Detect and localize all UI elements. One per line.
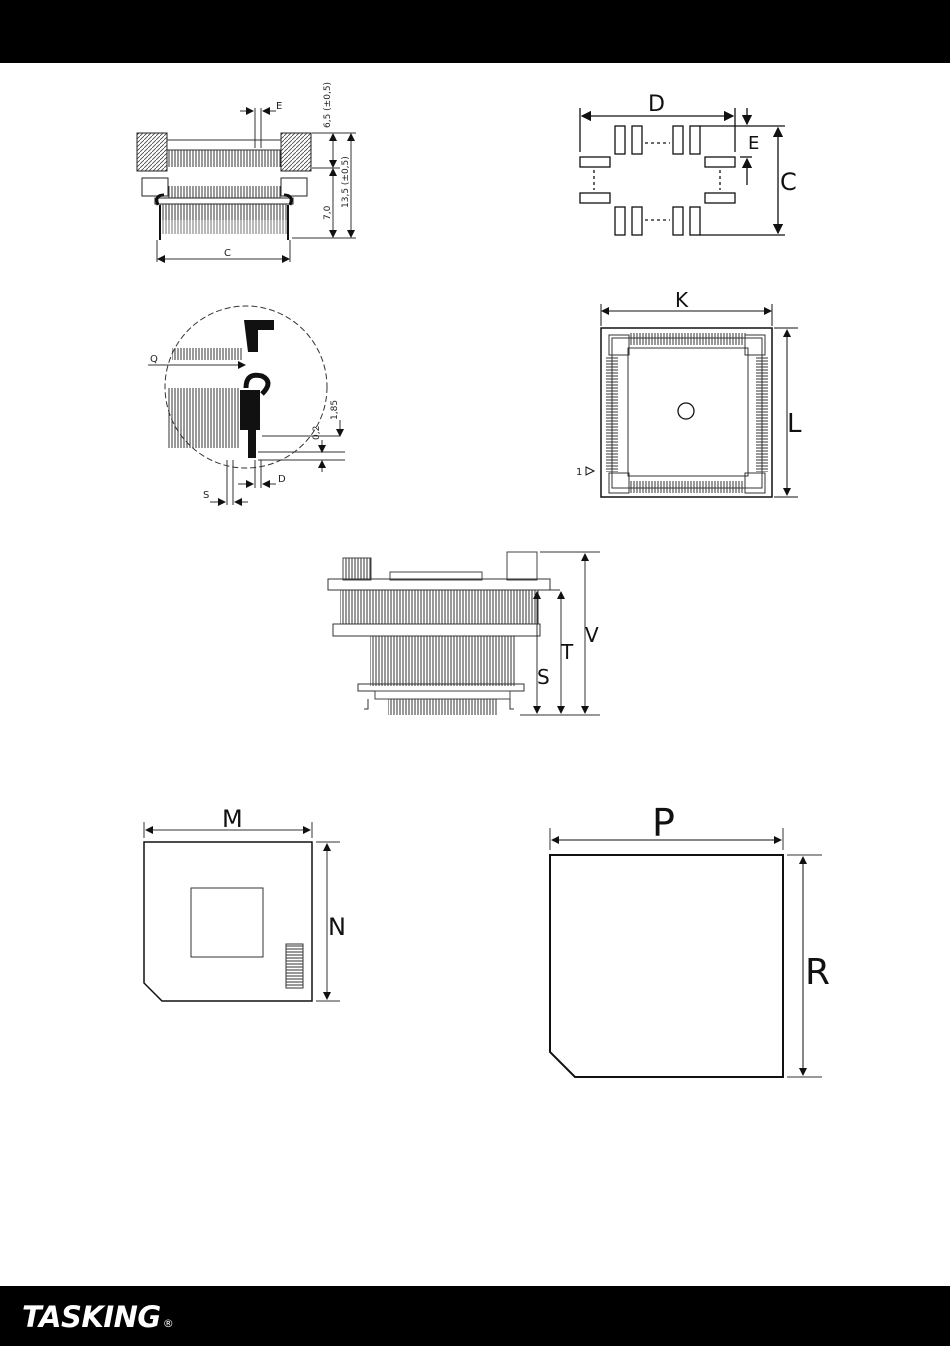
fig2-d-label: D	[648, 92, 665, 117]
fig5-stack-side-view	[328, 552, 600, 715]
fig3-s-label: S	[203, 490, 209, 501]
fig2-footprint	[580, 108, 785, 235]
fig1-dim-top: 6,5 (±0,5)	[323, 82, 333, 128]
fig1-dim-bot: 7,0	[323, 205, 333, 220]
fig4-k-label: K	[675, 288, 689, 312]
fig1-dim-mid: 13,5 (±0,5)	[341, 156, 351, 208]
fig3-dim-b: 0,2	[312, 426, 322, 440]
fig4-l-label: L	[787, 409, 802, 439]
fig6-m-label: M	[222, 805, 243, 833]
fig2-c-label: C	[780, 168, 797, 196]
registered-mark: ®	[163, 1317, 174, 1330]
fig1-e-label: E	[276, 101, 282, 112]
fig3-detail-view	[148, 306, 345, 505]
fig6-n-label: N	[328, 913, 346, 941]
footer-bar: TASKING®	[0, 1286, 950, 1346]
fig7-board	[550, 828, 822, 1077]
fig1-c-label: C	[224, 248, 231, 259]
fig5-v-label: V	[585, 623, 599, 647]
fig4-package-top-view	[586, 304, 798, 497]
fig7-p-label: P	[652, 801, 675, 845]
fig2-e-label: E	[748, 133, 759, 154]
fig1-adapter-side-view: E C 6,5 (±0,5) 13,5 (±0,5) 7,0	[137, 82, 356, 262]
fig4-pin1-label: 1	[576, 467, 582, 478]
fig3-dim-a: 1,85	[330, 400, 340, 420]
fig3-d-label: D	[278, 474, 286, 485]
fig3-q-label: Q	[150, 354, 158, 365]
fig5-s-label: S	[537, 665, 550, 689]
logo-text: TASKING	[22, 1300, 161, 1334]
fig6-board	[144, 822, 340, 1001]
fig5-t-label: T	[560, 640, 574, 664]
fig7-r-label: R	[805, 952, 830, 993]
tasking-logo: TASKING®	[22, 1300, 173, 1334]
